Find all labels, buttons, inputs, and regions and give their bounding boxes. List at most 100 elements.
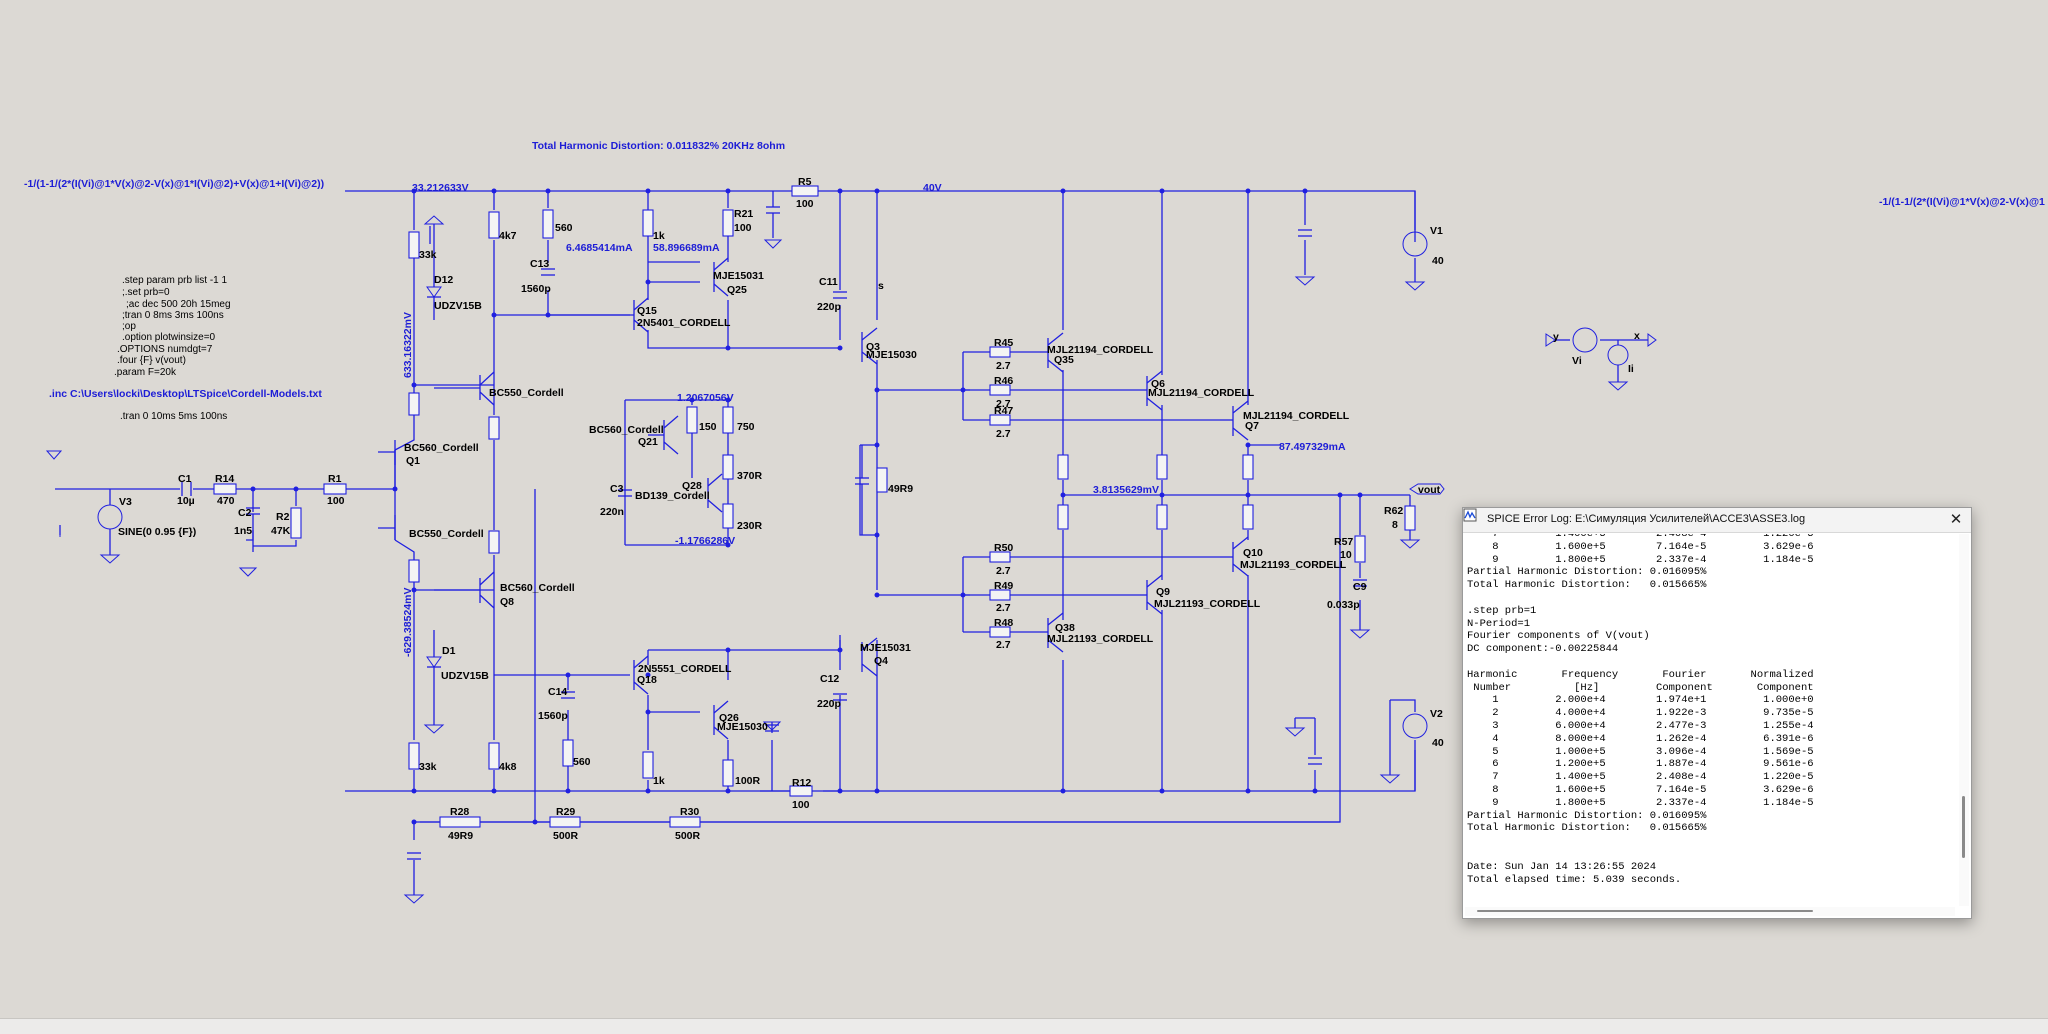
log-vertical-scrollbar[interactable]	[1959, 534, 1969, 906]
formula-right: -1/(1-1/(2*(I(Vi)@1*V(x)@2-V(x)@1	[1879, 196, 2045, 208]
resistor-q2-emitter[interactable]	[408, 559, 420, 583]
transistor-q3[interactable]	[861, 327, 878, 365]
transistor-q10[interactable]	[1220, 536, 1249, 577]
resistor-1k-bot[interactable]	[642, 751, 654, 779]
label-r-33k-top: 33k	[419, 249, 437, 261]
transistor-q6[interactable]	[1140, 370, 1163, 411]
capacitor-c11[interactable]	[833, 291, 847, 299]
transistor-q4[interactable]	[861, 637, 878, 677]
capacitor-electrolytic-right-top[interactable]	[1298, 229, 1312, 237]
log-titlebar[interactable]: SPICE Error Log: E:\Симуляция Усилителей…	[1463, 508, 1971, 533]
resistor-r1[interactable]	[323, 483, 347, 495]
resistor-49r9[interactable]	[876, 467, 888, 493]
log-line: 9 1.800e+5 2.337e-4 1.184e-5	[1467, 796, 1814, 809]
resistor-r49[interactable]	[989, 589, 1011, 601]
resistor-r29[interactable]	[549, 816, 581, 828]
source-v2[interactable]	[1402, 713, 1428, 739]
resistor-mid-a[interactable]	[488, 416, 500, 440]
capacitor-c12[interactable]	[833, 693, 847, 701]
capacitor-c13[interactable]	[541, 268, 555, 276]
transistor-q9[interactable]	[1140, 574, 1163, 615]
resistor-150[interactable]	[686, 406, 698, 434]
capacitor-electrolytic-right-bot[interactable]	[1308, 757, 1322, 765]
resistor-4k7[interactable]	[488, 211, 500, 239]
resistor-r30[interactable]	[669, 816, 701, 828]
diode-d12[interactable]	[426, 224, 442, 320]
transistor-q25[interactable]	[713, 257, 729, 297]
transistor-q8[interactable]	[434, 571, 495, 609]
resistor-r47[interactable]	[989, 414, 1011, 426]
resistor-r21[interactable]	[722, 209, 734, 237]
resistor-q38-emitter[interactable]	[1057, 504, 1069, 530]
spice-error-log-window[interactable]: SPICE Error Log: E:\Симуляция Усилителей…	[1462, 507, 1972, 919]
resistor-r46[interactable]	[989, 384, 1011, 396]
resistor-r50[interactable]	[989, 551, 1011, 563]
source-v1[interactable]	[1402, 231, 1428, 257]
resistor-q9-emitter[interactable]	[1156, 504, 1168, 530]
capacitor-c1[interactable]	[181, 482, 192, 496]
resistor-r2[interactable]	[290, 507, 302, 539]
label-q3: Q3	[866, 341, 880, 353]
capacitor-electrolytic-top[interactable]	[766, 191, 780, 238]
capacitor-electrolytic-vas[interactable]	[855, 445, 869, 535]
transistor-q7[interactable]	[1220, 400, 1249, 441]
log-horizontal-scrollbar[interactable]	[1465, 907, 1955, 916]
resistor-230r[interactable]	[722, 503, 734, 529]
transistor-q15[interactable]	[548, 297, 649, 333]
label-marker-s: s	[878, 280, 884, 292]
diode-d1[interactable]	[426, 630, 442, 725]
label-r-4k8: 4k8	[499, 761, 517, 773]
resistor-4k8[interactable]	[488, 742, 500, 770]
log-horizontal-scroll-thumb[interactable]	[1477, 910, 1813, 912]
resistor-r12[interactable]	[789, 785, 813, 797]
capacitor-c3[interactable]	[618, 489, 632, 497]
log-content[interactable]: 7 1.400e+5 2.408e-4 1.220e-5 8 1.600e+5 …	[1465, 534, 1951, 906]
log-vertical-scroll-thumb[interactable]	[1962, 796, 1965, 858]
label-q4: Q4	[874, 655, 888, 667]
capacitor-electrolytic-r28[interactable]	[407, 852, 421, 860]
capacitor-c2[interactable]	[246, 507, 260, 541]
transistor-q38[interactable]	[1040, 612, 1064, 653]
source-vi[interactable]	[1572, 327, 1598, 353]
resistor-q1-emitter[interactable]	[408, 392, 420, 416]
resistor-q35-emitter[interactable]	[1057, 454, 1069, 480]
resistor-33k-top[interactable]	[408, 231, 420, 259]
resistor-r5[interactable]	[791, 185, 819, 197]
resistor-1k-top[interactable]	[642, 209, 654, 237]
label-c13: C13	[530, 258, 549, 270]
capacitor-c14[interactable]	[561, 691, 575, 699]
resistor-100r[interactable]	[722, 759, 734, 787]
close-icon[interactable]: ✕	[1949, 511, 1963, 528]
transistor-bc550-top[interactable]	[434, 371, 495, 406]
source-ii[interactable]	[1607, 344, 1629, 366]
resistor-q6-emitter[interactable]	[1156, 454, 1168, 480]
resistor-r62[interactable]	[1404, 505, 1416, 531]
resistor-r45[interactable]	[989, 346, 1011, 358]
transistor-q18[interactable]	[633, 655, 649, 695]
resistor-q7-emitter[interactable]	[1242, 454, 1254, 480]
source-v3[interactable]	[97, 504, 123, 530]
label-r45: R45	[994, 337, 1013, 349]
resistor-r14[interactable]	[213, 483, 237, 495]
resistor-560-bot[interactable]	[562, 739, 574, 767]
resistor-r48[interactable]	[989, 626, 1011, 638]
transistor-q1[interactable]	[378, 440, 396, 465]
probe-v-q21: 1.2067056V	[677, 392, 734, 404]
resistor-33k-bot[interactable]	[408, 742, 420, 770]
transistor-q26[interactable]	[713, 700, 729, 740]
resistor-q10-emitter[interactable]	[1242, 504, 1254, 530]
resistor-mid-b[interactable]	[488, 530, 500, 554]
transistor-q21[interactable]	[648, 415, 679, 455]
resistor-750[interactable]	[722, 406, 734, 434]
resistor-r57[interactable]	[1354, 535, 1366, 563]
transistor-q35[interactable]	[1040, 332, 1064, 373]
label-r-150: 150	[699, 421, 717, 433]
resistor-370r[interactable]	[722, 454, 734, 480]
capacitor-c9[interactable]	[1353, 579, 1367, 587]
resistor-560-top[interactable]	[542, 209, 554, 239]
transistor-q2[interactable]	[378, 515, 396, 540]
transistor-q28[interactable]	[691, 433, 723, 513]
resistor-r28[interactable]	[439, 816, 481, 828]
